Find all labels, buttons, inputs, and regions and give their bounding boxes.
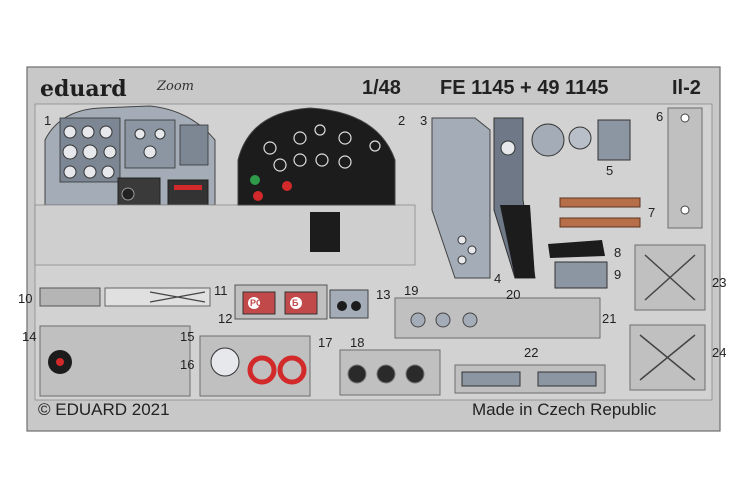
sprue-left [34, 204, 416, 266]
part-number-24: 24 [712, 345, 727, 360]
part-number-17: 17 [318, 335, 333, 350]
zoom-logo: Zoom [157, 79, 195, 94]
brand-logo: eduard [40, 76, 127, 102]
placard-b: Б [292, 298, 299, 308]
part-17-dial [210, 347, 240, 377]
origin: Made in Czech Republic [472, 400, 657, 419]
product-code: FE 1145 + 49 1145 [440, 77, 609, 99]
part-number-16: 16 [180, 357, 195, 372]
part-number-8: 8 [614, 245, 622, 260]
part-10 [39, 287, 101, 307]
part-1-instrument-panel-colour [44, 105, 216, 209]
part-11 [104, 287, 211, 307]
part-number-5: 5 [606, 163, 614, 178]
part-number-11: 11 [214, 283, 228, 298]
part-7-belt-upper [559, 197, 641, 208]
scale-label: 1/48 [362, 77, 401, 99]
part-13 [329, 289, 369, 319]
part-5-switch-box [597, 119, 631, 161]
part-number-14: 14 [22, 329, 37, 344]
part-number-23: 23 [712, 275, 727, 290]
placard-po: PO [250, 298, 264, 308]
part-3-side-panel [431, 117, 491, 279]
part-number-20: 20 [506, 287, 521, 302]
part-number-22: 22 [524, 345, 539, 360]
part-2-stem [310, 212, 340, 252]
part-5-dial-small [568, 126, 592, 150]
part-number-1: 1 [44, 113, 52, 128]
part-number-10: 10 [18, 291, 33, 306]
part-number-3: 3 [420, 113, 428, 128]
part-number-7: 7 [648, 205, 656, 220]
part-number-2: 2 [398, 113, 406, 128]
part-7-belt-lower [559, 217, 641, 228]
part-number-15: 15 [180, 329, 195, 344]
part-9 [554, 261, 608, 289]
model-name: Il-2 [672, 77, 701, 99]
part-number-19: 19 [404, 283, 419, 298]
part-number-21: 21 [602, 311, 617, 326]
parts-19-20-21 [394, 297, 601, 339]
part-5-dial-large [531, 123, 565, 157]
part-2-instrument-panel-black [237, 107, 396, 206]
part-8 [548, 240, 605, 258]
part-number-9: 9 [614, 267, 622, 282]
part-17-ring-right [277, 355, 307, 385]
copyright: © EDUARD 2021 [38, 400, 170, 419]
part-number-4: 4 [494, 271, 502, 286]
part-number-6: 6 [656, 109, 664, 124]
part-number-12: 12 [218, 311, 233, 326]
part-17-ring-left [247, 355, 277, 385]
part-number-18: 18 [350, 335, 365, 350]
part-number-13: 13 [376, 287, 391, 302]
